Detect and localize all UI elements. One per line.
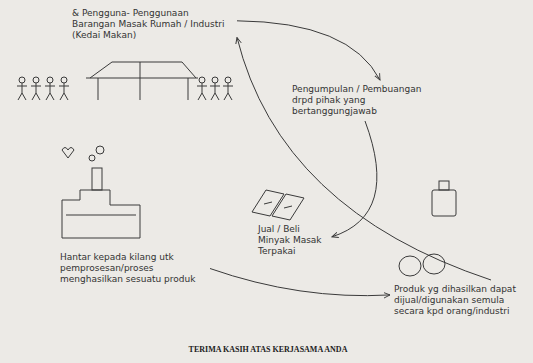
note-text: Produk yg dihasilkan dapat dijual/diguna…: [394, 284, 522, 317]
shop-eave: [86, 78, 198, 79]
footer-note: TERIMA KASIH ATAS KERJASAMA ANDA: [189, 345, 348, 354]
oil-bottle: [432, 181, 456, 216]
process-note: Produk yg dihasilkan dapat dijual/diguna…: [392, 282, 524, 319]
factory-machine: [62, 146, 140, 238]
note-text: Pengumpulan / Pembuangan drpd pihak yang…: [292, 84, 438, 117]
note-text: Hantar kepada kilang utk pemprosesan/pro…: [60, 252, 206, 285]
flow-arrow: [332, 121, 377, 237]
shop-roof: [90, 62, 196, 78]
shop-wall: [188, 78, 189, 100]
process-note: Jual / Beli Minyak Masak Terpakai: [256, 222, 330, 259]
note-text: Jual / Beli Minyak Masak Terpakai: [258, 224, 328, 257]
process-note: Pengumpulan / Pembuangan drpd pihak yang…: [290, 82, 440, 119]
process-note: Hantar kepada kilang utk pemprosesan/pro…: [58, 250, 208, 287]
flow-arrow: [237, 37, 491, 280]
flow-arrow: [237, 21, 380, 80]
money-notes: [252, 190, 304, 220]
process-note: & Pengguna- Penggunaan Barangan Masak Ru…: [70, 6, 235, 43]
note-text: & Pengguna- Penggunaan Barangan Masak Ru…: [72, 8, 233, 41]
stick-figures: [17, 77, 233, 100]
shop-divider: [140, 62, 141, 100]
flow-arrow: [210, 269, 390, 296]
shop-wall: [98, 78, 99, 100]
product-circles: [399, 254, 445, 276]
